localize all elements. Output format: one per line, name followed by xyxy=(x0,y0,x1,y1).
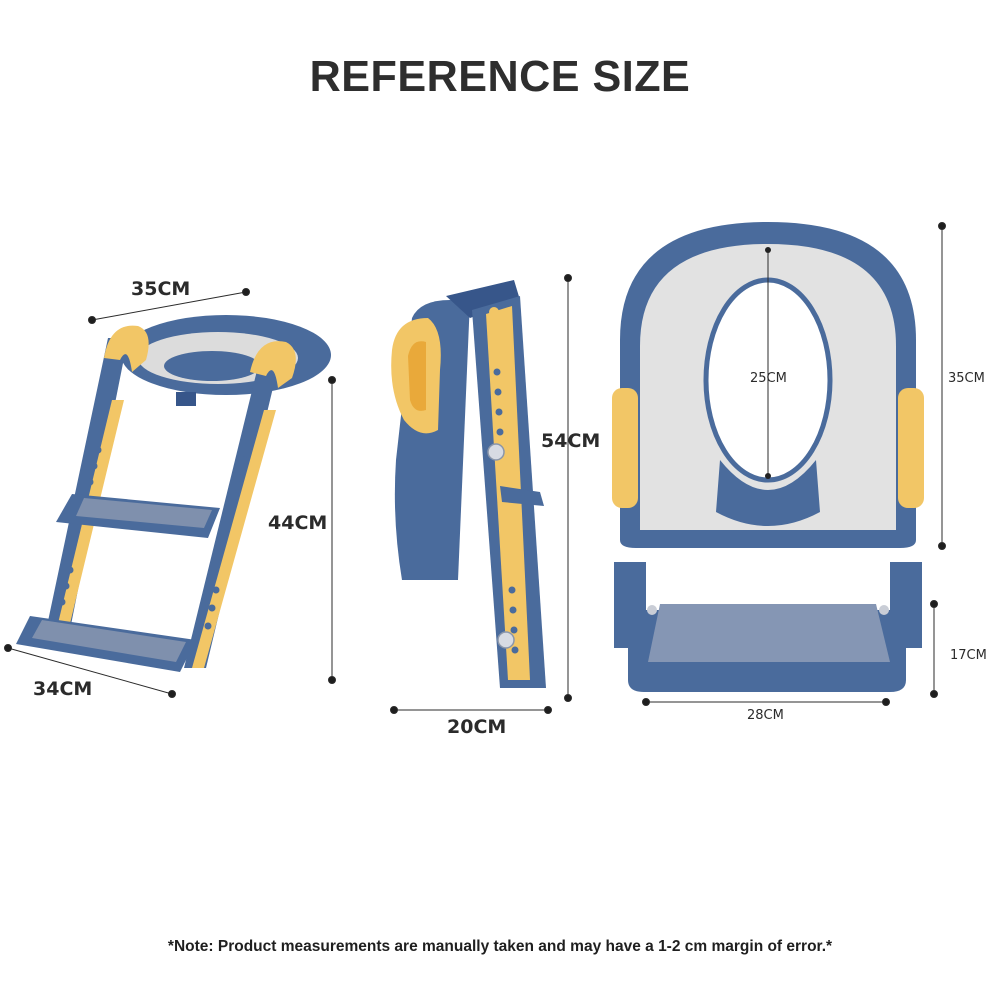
ladder-right-rail xyxy=(184,350,282,668)
seat-left-grip xyxy=(612,388,638,508)
label-step-width: 28CM xyxy=(747,708,784,723)
ladder-front-view xyxy=(16,315,331,672)
label-ladder-base-width: 34CM xyxy=(33,678,93,700)
label-side-height: 54CM xyxy=(541,430,601,452)
label-ladder-height: 44CM xyxy=(268,512,328,534)
seat-right-grip xyxy=(898,388,924,508)
label-seat-opening: 25CM xyxy=(750,371,787,386)
ladder-left-handle xyxy=(104,325,149,372)
label-step-height: 17CM xyxy=(950,648,987,663)
label-ladder-top-width: 35CM xyxy=(131,278,191,300)
dimension-lines xyxy=(4,222,946,714)
measurement-note: *Note: Product measurements are manually… xyxy=(167,938,833,955)
seat-top-view xyxy=(612,222,924,548)
label-seat-depth: 35CM xyxy=(948,371,985,386)
step-view xyxy=(614,562,922,692)
ladder-left-rail xyxy=(44,338,128,640)
ladder-right-handle xyxy=(250,341,296,388)
step-tread xyxy=(648,604,890,662)
label-side-depth: 20CM xyxy=(447,716,507,738)
page-title: REFERENCE SIZE xyxy=(309,52,691,101)
side-view xyxy=(391,280,546,688)
